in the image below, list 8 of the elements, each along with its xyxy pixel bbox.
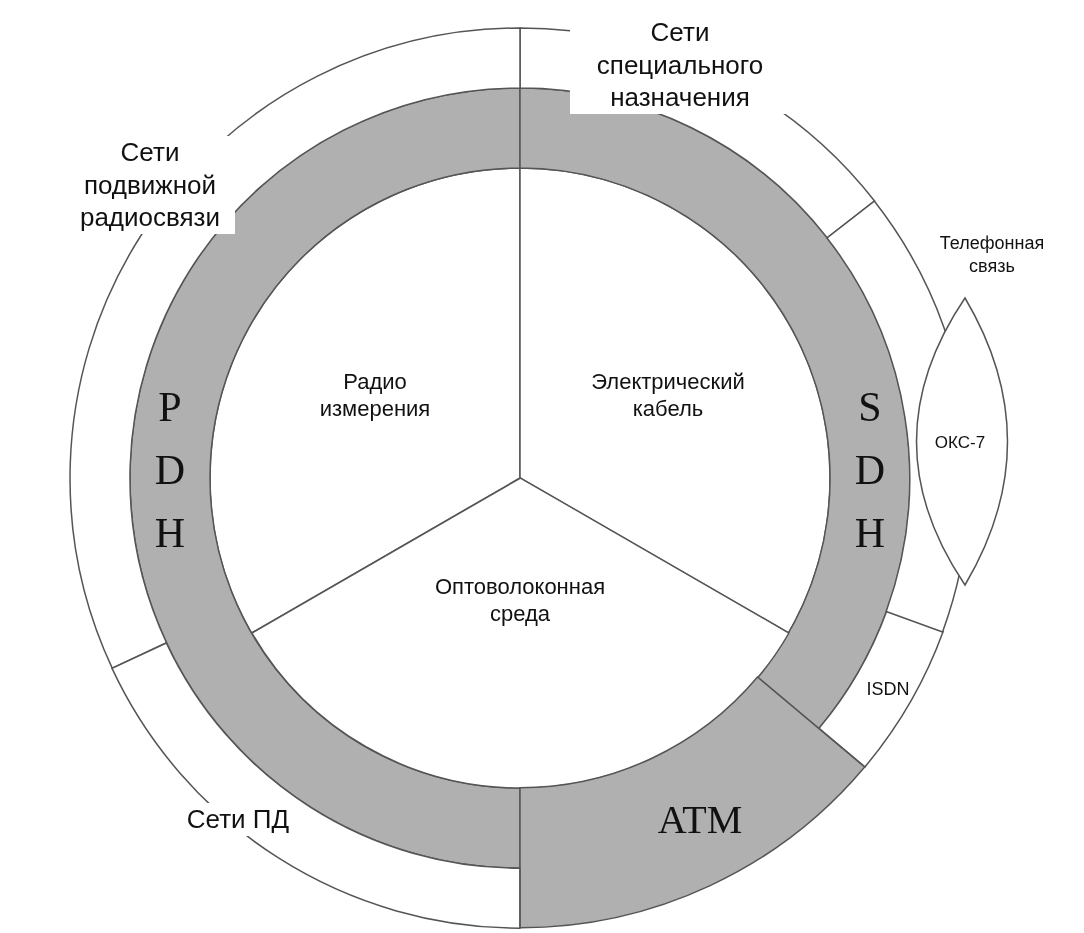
segment-label: ОКС-7 xyxy=(933,431,987,453)
segment-label: ISDN xyxy=(865,678,911,701)
segment-label: P D H xyxy=(153,382,187,558)
segment-label: Радио измерения xyxy=(318,367,432,423)
segment-label: Оптоволоконная среда xyxy=(433,572,607,628)
segment-label: S D H xyxy=(853,382,887,558)
segment-label: ATM xyxy=(656,796,744,844)
segment-label: Электрический кабель xyxy=(590,367,746,423)
